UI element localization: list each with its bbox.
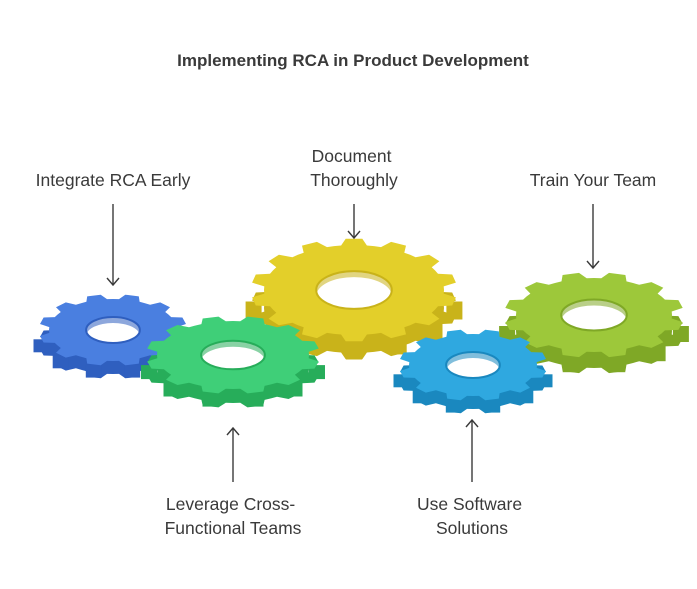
- label-integrate: Integrate RCA Early: [36, 170, 191, 190]
- document-gear-tooth-side: [346, 341, 362, 360]
- train-gear-tooth-side: [562, 356, 579, 373]
- software-gear-tooth-side: [517, 390, 534, 404]
- integrate-gear-tooth-side: [52, 355, 69, 369]
- arrow-train: [586, 204, 600, 270]
- leverage-gear-tooth-side: [286, 382, 303, 397]
- leverage-gear-tooth-side: [163, 382, 180, 397]
- integrate-gear-tooth-side: [124, 364, 141, 378]
- document-gear-tooth-side: [390, 336, 407, 355]
- integrate-gear-tooth-side: [85, 364, 102, 378]
- gear-software: [393, 329, 553, 414]
- diagram-title: Implementing RCA in Product Development: [177, 51, 529, 70]
- document-gear-tooth-side: [446, 301, 463, 320]
- software-gear-tooth-side: [445, 399, 462, 413]
- label-document: Document Thoroughly: [310, 146, 398, 190]
- leverage-gear-tooth-side: [202, 392, 219, 407]
- train-gear-tooth-side: [649, 345, 666, 362]
- leverage-gear-hole-shade: [201, 340, 265, 361]
- label-train: Train Your Team: [530, 170, 656, 190]
- software-gear-tooth-side: [484, 399, 501, 413]
- leverage-gear-tooth-side: [247, 392, 264, 407]
- train-gear-hole-shade: [561, 299, 627, 321]
- label-leverage: Leverage Cross- Functional Teams: [165, 494, 302, 538]
- arrow-integrate: [106, 204, 120, 287]
- integrate-gear-hole-shade: [86, 317, 140, 336]
- train-gear-tooth-side: [609, 356, 626, 373]
- gear-document: [245, 238, 463, 360]
- arrow-software: [465, 418, 479, 482]
- software-gear-hole-shade: [446, 352, 500, 371]
- arrow-document: [347, 204, 361, 240]
- gear-leverage: [141, 316, 325, 408]
- gear-train: [499, 272, 689, 374]
- label-software: Use Software Solutions: [417, 494, 527, 538]
- document-gear-hole-shade: [316, 271, 392, 296]
- arrow-leverage: [226, 426, 240, 482]
- document-gear-tooth-side: [245, 301, 262, 320]
- software-gear-tooth-side: [412, 390, 429, 404]
- train-gear-tooth-side: [672, 326, 689, 342]
- document-gear-tooth-side: [426, 322, 443, 341]
